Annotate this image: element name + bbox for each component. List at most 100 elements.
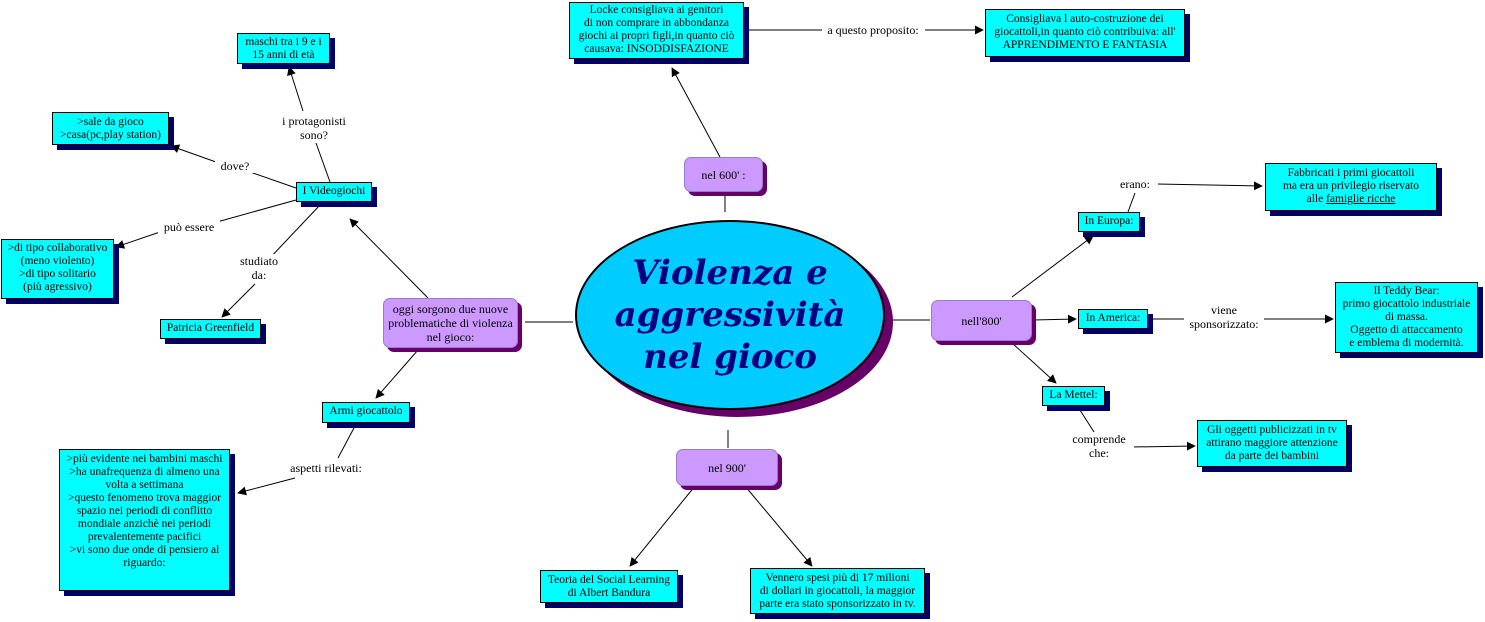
node-tipo-line: >di tipo collaborativo: [7, 242, 108, 254]
node-evidente-line: mondiale anzichè nei periodi: [77, 518, 212, 530]
node-tipo-line: >di tipo solitario: [19, 268, 96, 280]
link-dove-text: dove?: [220, 159, 250, 173]
link-protagonisti: i protagonisti sono?: [274, 114, 354, 142]
node-patricia-greenfield[interactable]: Patricia Greenfield: [160, 319, 261, 339]
branch-900-label: nel 900': [708, 460, 746, 475]
node-armi-giocattolo[interactable]: Armi giocattolo: [322, 402, 410, 423]
branch-600-label: nel 600' :: [701, 167, 746, 182]
node-america[interactable]: In America:: [1078, 309, 1148, 329]
link-puo-essere: può essere: [158, 220, 220, 234]
node-europa-label: In Europa:: [1084, 215, 1134, 227]
node-mettel[interactable]: La Mettel:: [1042, 386, 1105, 406]
arrow-900-bandura: [629, 485, 696, 567]
arrow-oggi-videogiochi: [349, 218, 429, 299]
arrow-aspetti-evidente: [237, 477, 296, 496]
node-teddy-line: e emblema di modernità.: [1349, 337, 1464, 349]
arrow-comprende-oggetti: [1131, 441, 1196, 451]
link-studiato-line: da:: [251, 268, 267, 282]
arrow-oggi-armi: [375, 349, 419, 399]
node-videogiochi[interactable]: I Videogiochi: [296, 182, 372, 202]
node-maschi[interactable]: maschi tra i 9 e i 15 anni di età: [237, 33, 330, 64]
node-evidente-line: >ha unafrequenza di almeno una: [69, 466, 220, 478]
node-fabbricati-line: alle famiglie ricche: [1268, 193, 1434, 206]
branch-800-label: nell'800': [961, 313, 1002, 328]
node-oggetti-line: attirano maggiore attenzione: [1206, 437, 1338, 449]
link-aspetti-rilevati: aspetti rilevati:: [285, 461, 367, 475]
node-maschi-line: 15 anni di età: [252, 49, 315, 61]
link-dove: dove?: [215, 159, 255, 173]
node-fabbricati[interactable]: Fabbricati i primi giocattoli ma era un …: [1265, 163, 1437, 211]
link-comprende-line: comprende: [1072, 432, 1126, 446]
link-viene-line: viene: [1211, 303, 1237, 317]
link-a-questo-proposito: a questo proposito:: [823, 23, 923, 37]
center-title: Violenza e aggressività nel gioco: [615, 252, 846, 378]
node-milioni-line: di dollari in giocattoli, la maggior: [759, 585, 916, 597]
node-locke-line: di non comprare in abbondanza: [584, 17, 729, 29]
node-evidente-line: spazio nei periodi di conflitto: [76, 505, 213, 517]
node-teddy-line: di massa.: [1385, 311, 1428, 323]
node-autocostruzione-line: Consigliava l auto-costruzione dei: [1006, 13, 1164, 25]
node-locke-line: causava: INSODDISFAZIONE: [584, 43, 729, 55]
link-comprende-che: comprende che:: [1064, 432, 1134, 460]
node-evidente-line: >questo fenomeno trova maggior: [67, 492, 222, 504]
branch-900[interactable]: nel 900': [676, 449, 778, 486]
node-fabbricati-line: ma era un privilegio riservato: [1282, 180, 1420, 192]
line-videogiochi-protagonisti: [315, 142, 331, 183]
branch-oggi-line: problematiche di violenza: [388, 316, 513, 330]
node-maschi-line: maschi tra i 9 e i: [245, 36, 322, 48]
link-viene-line: sponsorizzato:: [1189, 317, 1259, 331]
arrow-800-america: [1032, 314, 1077, 324]
line-videogiochi-dove: [249, 171, 297, 189]
arrow-dove-sale: [170, 144, 217, 163]
node-sale-da-gioco[interactable]: >sale da gioco >casa(pc,play station): [52, 112, 169, 145]
node-bandura-line: di Albert Bandura: [567, 587, 651, 599]
node-oggetti-tv[interactable]: Gli oggetti publicizzati in tv attirano …: [1197, 420, 1347, 467]
link-viene-sponsorizzato: viene sponsorizzato:: [1184, 303, 1264, 331]
branch-800[interactable]: nell'800': [931, 300, 1032, 341]
node-teddy-line: Il Teddy Bear:: [1373, 285, 1440, 297]
line-europa-erano: [1127, 192, 1136, 213]
link-puo-essere-text: può essere: [163, 220, 215, 234]
center-title-line: nel gioco: [643, 337, 817, 377]
node-locke[interactable]: Locke consigliava ai genitori di non com…: [569, 2, 744, 59]
link-aspetti-text: aspetti rilevati:: [290, 461, 362, 475]
famiglie-ricche-link[interactable]: famiglie ricche: [1326, 193, 1396, 205]
node-milioni-line: parte era stato sponsorizzato in tv.: [759, 598, 916, 610]
branch-oggi[interactable]: oggi sorgono due nuove problematiche di …: [383, 298, 518, 348]
line-mettel-comprende: [1077, 406, 1095, 433]
node-sale-line: >casa(pc,play station): [59, 129, 161, 141]
branch-oggi-line: nel gioco:: [426, 330, 475, 344]
node-bandura[interactable]: Teoria del Social Learning di Albert Ban…: [540, 570, 678, 603]
node-teddy-bear[interactable]: Il Teddy Bear: primo giocattolo industri…: [1335, 282, 1478, 353]
node-oggetti-line: Gli oggetti publicizzati in tv: [1207, 424, 1337, 436]
arrow-800-europa: [1011, 235, 1094, 298]
node-evidente-line: prevalentemente pacifici: [87, 531, 202, 543]
node-oggetti-line: da parte dei bambini: [1224, 450, 1320, 462]
line-videogiochi-puo: [216, 199, 297, 223]
center-title-line: Violenza e: [632, 253, 828, 293]
node-bandura-line: Teoria del Social Learning: [547, 574, 671, 586]
center-node[interactable]: Violenza e aggressività nel gioco: [575, 220, 885, 410]
node-17-milioni[interactable]: Vennero spesi più di 17 milioni di dolla…: [750, 568, 925, 614]
node-locke-line: giochi ai propri figli,in quanto ciò: [578, 30, 735, 42]
branch-600[interactable]: nel 600' :: [684, 157, 763, 192]
node-teddy-line: Oggetto di attaccamento: [1350, 324, 1463, 336]
link-studiato-da: studiato da:: [234, 254, 284, 282]
node-greenfield-label: Patricia Greenfield: [166, 322, 255, 334]
arrow-erano-fabbricati: [1156, 181, 1263, 191]
link-comprende-line: che:: [1089, 446, 1109, 460]
node-autocostruzione[interactable]: Consigliava l auto-costruzione dei gioca…: [985, 9, 1185, 57]
node-europa[interactable]: In Europa:: [1078, 212, 1140, 232]
arrow-studiato-greenfield: [221, 283, 256, 318]
node-piu-evidente[interactable]: >più evidente nei bambini maschi >ha una…: [59, 449, 230, 591]
node-milioni-line: Vennero spesi più di 17 milioni: [765, 572, 910, 584]
node-evidente-line: >vi sono due onde di pensiero al: [69, 544, 220, 556]
node-tipo-gioco[interactable]: >di tipo collaborativo (meno violento) >…: [1, 239, 114, 299]
arrow-900-milioni: [744, 485, 813, 567]
node-evidente-line: volta a settimana: [105, 479, 184, 491]
node-fabbricati-line: Fabbricati i primi giocattoli: [1287, 167, 1415, 179]
node-locke-line: Locke consigliava ai genitori: [589, 4, 724, 16]
line-armi-aspetti: [337, 425, 356, 459]
link-studiato-line: studiato: [240, 254, 278, 268]
